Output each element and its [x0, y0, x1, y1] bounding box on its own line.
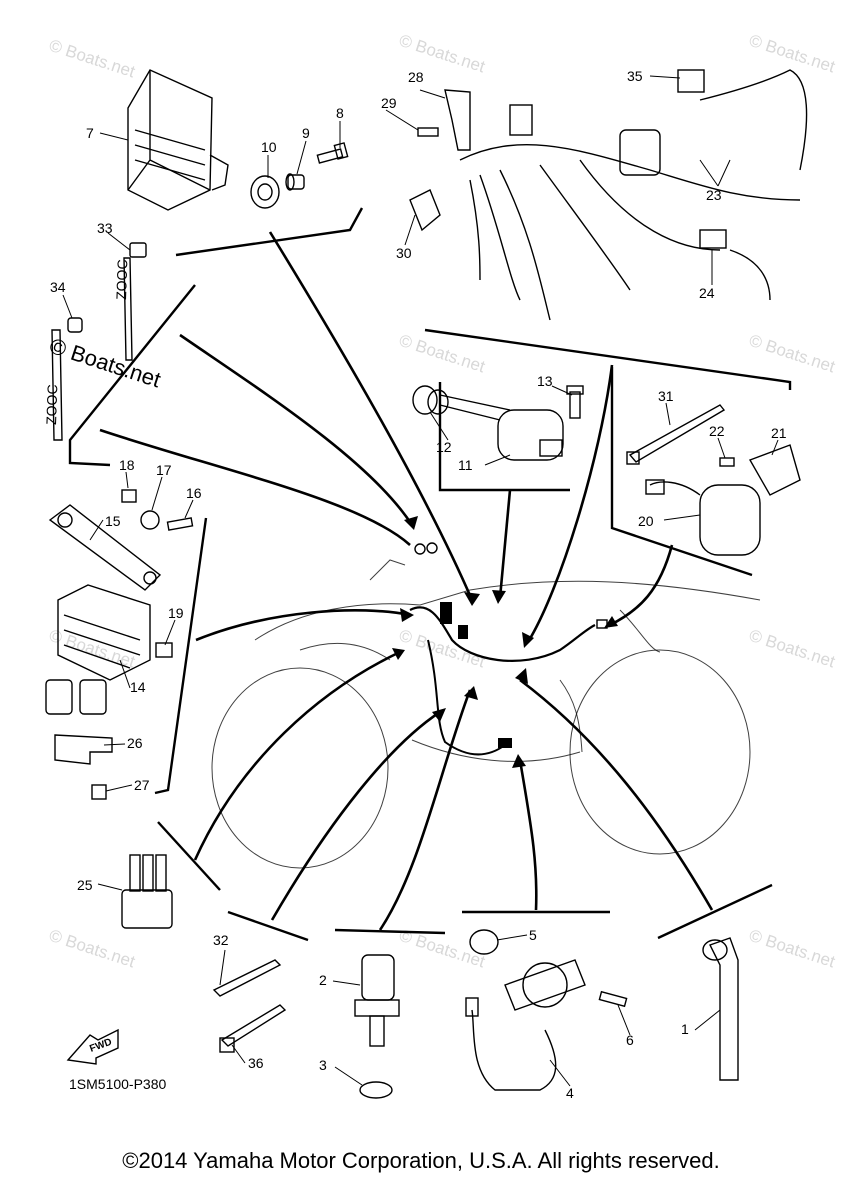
- part-number-33: 33: [97, 220, 113, 236]
- bolt-27: [91, 784, 107, 800]
- watermark-main: © Boats.net: [46, 333, 163, 392]
- part-number-6: 6: [626, 1032, 634, 1048]
- cable-tie-32: [212, 959, 282, 997]
- part-number-27: 27: [134, 777, 150, 793]
- washer-18: [121, 489, 137, 503]
- fwd-arrow-icon: [66, 1028, 119, 1065]
- part-number-13: 13: [537, 373, 553, 389]
- part-number-34: 34: [50, 279, 66, 295]
- part-number-8: 8: [336, 105, 344, 121]
- bracket-15: [48, 504, 162, 591]
- temp-sensor-2: [354, 954, 400, 1047]
- part-number-12: 12: [436, 439, 452, 455]
- screw-22: [719, 457, 735, 467]
- rectifier-regulator-14: [45, 584, 151, 715]
- part-number-5: 5: [529, 927, 537, 943]
- part-number-30: 30: [396, 245, 412, 261]
- cable-tie-31: [626, 404, 726, 465]
- part-number-26: 26: [127, 735, 143, 751]
- cable-tie-34: [51, 317, 83, 441]
- part-number-3: 3: [319, 1057, 327, 1073]
- part-number-9: 9: [302, 125, 310, 141]
- part-number-28: 28: [408, 69, 424, 85]
- part-number-1: 1: [681, 1021, 689, 1037]
- part-number-4: 4: [566, 1085, 574, 1101]
- watermark: © Boats.net: [397, 626, 488, 672]
- grommet-10: [250, 175, 280, 209]
- bracket-28: [444, 89, 471, 151]
- leader-lines: [99, 231, 714, 931]
- cap-12: [412, 385, 449, 415]
- watermark: © Boats.net: [47, 36, 138, 82]
- part-number-31: 31: [658, 388, 674, 404]
- watermark: © Boats.net: [747, 626, 838, 672]
- speed-sensor-4: [465, 959, 586, 1091]
- part-numbers: 7 10 9 8 33 34 28 29 30 35 23 24 13 12 1…: [50, 68, 787, 1101]
- part-number-23: 23: [706, 187, 722, 203]
- part-number-35: 35: [627, 68, 643, 84]
- tie-marking: ZOOC: [43, 384, 60, 425]
- part-number-15: 15: [105, 513, 121, 529]
- o-ring-5: [469, 929, 499, 955]
- watermark: © Boats.net: [47, 926, 138, 972]
- clamp-30: [409, 189, 441, 232]
- part-number-36: 36: [248, 1055, 264, 1071]
- part-number-14: 14: [130, 679, 146, 695]
- collar-9: [285, 173, 305, 191]
- part-number-16: 16: [186, 485, 202, 501]
- part-number-22: 22: [709, 423, 725, 439]
- part-number-2: 2: [319, 972, 327, 988]
- part-number-17: 17: [156, 462, 172, 478]
- ecu-unit: [127, 69, 229, 211]
- part-number-10: 10: [261, 139, 277, 155]
- arrowheads: [392, 516, 618, 768]
- bracket-21: [748, 444, 801, 496]
- bolt-19: [155, 642, 173, 658]
- bolt-8: [316, 142, 349, 164]
- spark-plug-cap-1: [702, 937, 739, 1081]
- gasket-3: [359, 1081, 393, 1099]
- part-number-29: 29: [381, 95, 397, 111]
- part-number-19: 19: [168, 605, 184, 621]
- connector-25: [121, 854, 173, 929]
- watermark: © Boats.net: [747, 31, 838, 77]
- part-number-11: 11: [458, 457, 473, 473]
- relay-20: [645, 479, 761, 556]
- bolt-16: [166, 517, 194, 531]
- callout-lines: [62, 75, 779, 1087]
- watermark: © Boats.net: [747, 331, 838, 377]
- collar-17: [140, 510, 160, 530]
- central-harness: [409, 542, 608, 756]
- watermark: © Boats.net: [747, 926, 838, 972]
- ignition-coil-11: [439, 394, 564, 461]
- wire-harness-23: [459, 69, 808, 321]
- tie-marking: ZOOC: [113, 259, 130, 300]
- diagram-code: 1SM5100-P380: [69, 1076, 167, 1092]
- part-number-7: 7: [86, 125, 94, 141]
- part-number-24: 24: [699, 285, 715, 301]
- group-brackets: [68, 207, 792, 942]
- part-number-18: 18: [119, 457, 135, 473]
- part-number-20: 20: [638, 513, 654, 529]
- screw-29: [417, 127, 439, 137]
- motorcycle-outline: [211, 559, 761, 869]
- watermark: © Boats.net: [47, 626, 138, 672]
- bolt-6: [598, 990, 628, 1008]
- part-number-21: 21: [771, 425, 787, 441]
- part-number-32: 32: [213, 932, 229, 948]
- part-number-25: 25: [77, 877, 93, 893]
- bracket-26: [54, 734, 113, 765]
- cable-tie-36: [219, 1004, 287, 1053]
- bolt-13: [566, 385, 584, 419]
- copyright-notice: ©2014 Yamaha Motor Corporation, U.S.A. A…: [122, 1148, 720, 1173]
